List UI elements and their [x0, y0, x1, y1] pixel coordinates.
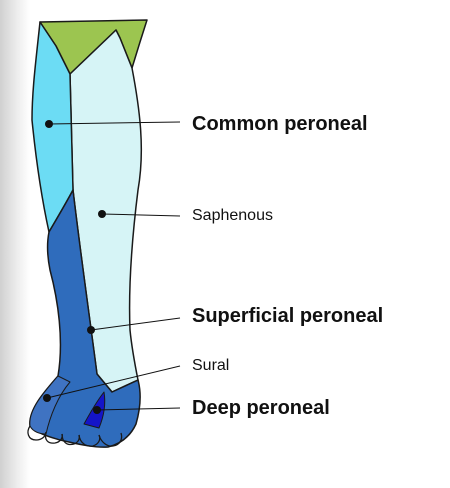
- label-sural: Sural: [192, 357, 230, 374]
- label-common-peroneal: Common peroneal: [192, 113, 368, 135]
- leader-line-superficial-peroneal: [90, 317, 181, 331]
- leader-line-common-peroneal: [48, 121, 181, 125]
- leader-lines: [46, 121, 181, 411]
- dot-saphenous: [98, 210, 106, 218]
- leader-line-deep-peroneal: [96, 407, 181, 411]
- dot-superficial-peroneal: [87, 326, 95, 334]
- leader-line-sural: [46, 365, 181, 399]
- toe-4: [78, 434, 101, 447]
- dot-sural: [43, 394, 51, 402]
- label-saphenous: Saphenous: [192, 207, 273, 224]
- toe-5: [98, 432, 123, 447]
- sural-region: [29, 375, 71, 435]
- background-shadow: [0, 0, 30, 488]
- leader-line-saphenous: [101, 213, 181, 217]
- dot-deep-peroneal: [93, 406, 101, 414]
- label-deep-peroneal: Deep peroneal: [192, 397, 330, 419]
- label-superficial-peroneal: Superficial peroneal: [192, 305, 384, 327]
- marker-dots: [43, 120, 106, 414]
- dot-common-peroneal: [45, 120, 53, 128]
- toes: [27, 425, 123, 447]
